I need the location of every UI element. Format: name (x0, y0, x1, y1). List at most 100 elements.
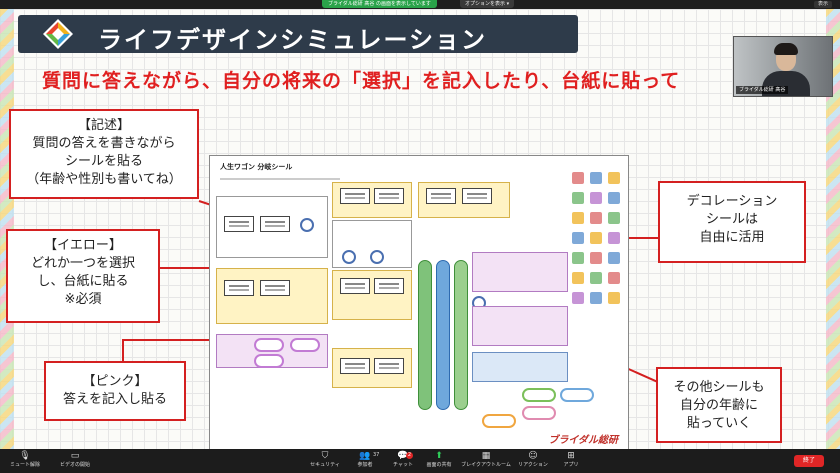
start-video-label: ビデオの開始 (59, 462, 90, 468)
callout-yellow: 【イエロー】 どれか一つを選択 し、台紙に貼る ※必須 (6, 229, 160, 323)
screen-share-bar: ブライダル総研 髙谷 の画面を表示しています オプションを表示 ▾ 表示 (0, 0, 840, 9)
diamond-logo-icon (43, 19, 73, 49)
sticker-chip (224, 216, 254, 232)
apps-icon: ⊞ (567, 451, 575, 461)
participants-button[interactable]: 👥 参加者 37 (342, 451, 388, 468)
decoration-sticker (590, 252, 602, 264)
slide-title: ライフデザインシミュレーション (98, 26, 488, 54)
pin-sticker (300, 218, 314, 232)
purple-panel (472, 306, 568, 346)
breakout-rooms-label: ブレイクアウトルーム (461, 462, 511, 468)
blue-panel (472, 352, 568, 382)
connector-line (600, 237, 658, 239)
decoration-sticker (590, 272, 602, 284)
connector-line (122, 339, 214, 341)
decoration-sticker (608, 192, 620, 204)
breakout-rooms-button[interactable]: ▦ ブレイクアウトルーム (456, 451, 516, 468)
worksheet-image: 人生ワゴン 分岐シール (209, 155, 629, 449)
callout-line: 質問の答えを書きながら (32, 136, 176, 151)
microphone-muted-icon: 🎙 (19, 451, 31, 461)
chat-label: チャット (393, 462, 413, 468)
decoration-sticker (590, 212, 602, 224)
speech-bubble-sticker (482, 414, 516, 428)
speech-bubble-sticker (560, 388, 594, 402)
stacked-sticker-column (454, 260, 468, 410)
callout-line: どれか一つを選択 (30, 256, 135, 271)
decoration-sticker (590, 232, 602, 244)
reaction-icon: ☺ (528, 451, 538, 461)
sticker-chip (462, 188, 492, 204)
decoration-sticker (572, 192, 584, 204)
view-button[interactable]: 表示 (813, 1, 832, 8)
security-button[interactable]: ⛉ セキュリティ (302, 451, 348, 468)
share-options-button[interactable]: オプションを表示 ▾ (460, 0, 515, 8)
purple-panel (472, 252, 568, 292)
sticker-chip (340, 278, 370, 294)
decoration-sticker (590, 172, 602, 184)
apps-label: アプリ (563, 462, 579, 468)
connector-line (160, 267, 216, 269)
sticker-chip (260, 280, 290, 296)
start-video-button[interactable]: ▭ ビデオの開始 (52, 451, 98, 468)
sticker-chip (426, 188, 456, 204)
speech-bubble-sticker (522, 388, 556, 402)
pink-capsule-sticker (290, 338, 320, 352)
callout-line: その他シールも (673, 380, 765, 395)
callout-line: し、台紙に貼る (37, 274, 129, 289)
callout-other-stickers: その他シールも 自分の年齢に 貼っていく (656, 367, 782, 443)
callout-line: （年齢や性別も書いてね） (26, 172, 182, 187)
shared-slide: ライフデザインシミュレーション 質問に答えながら、自分の将来の「選択」を記入した… (0, 9, 840, 449)
sticker-chip (260, 216, 290, 232)
connector-line (122, 339, 124, 363)
webcam-person-hair (774, 43, 798, 55)
share-screen-button[interactable]: ⬆ 画面の共有 (416, 451, 462, 468)
participants-count: 37 (373, 452, 380, 458)
decoration-sticker (608, 212, 620, 224)
decorative-stripe-right (826, 9, 840, 449)
worksheet-heading: 人生ワゴン 分岐シール (220, 163, 293, 171)
callout-decoration: デコレーション シールは 自由に活用 (658, 181, 806, 263)
speech-bubble-sticker (522, 406, 556, 420)
callout-line: ※必須 (64, 292, 102, 307)
chat-unread-badge: 2 (406, 452, 413, 459)
sticker-chip (374, 278, 404, 294)
reaction-button[interactable]: ☺ リアクション (510, 451, 556, 468)
decoration-sticker (572, 232, 584, 244)
callout-line: 【ピンク】 (82, 374, 148, 389)
decoration-sticker (590, 192, 602, 204)
decoration-sticker (608, 252, 620, 264)
decoration-sticker (608, 272, 620, 284)
callout-line: 【イエロー】 (44, 238, 122, 253)
decoration-sticker (608, 172, 620, 184)
decoration-sticker (572, 252, 584, 264)
chat-icon: 💬 (397, 451, 409, 461)
apps-button[interactable]: ⊞ アプリ (548, 451, 594, 468)
callout-pink: 【ピンク】 答えを記入し貼る (44, 361, 186, 421)
pink-capsule-sticker (254, 354, 284, 368)
pin-sticker (342, 250, 356, 264)
webcam-thumbnail[interactable]: ブライダル総研 髙谷 (733, 36, 833, 97)
slide-headline: 質問に答えながら、自分の将来の「選択」を記入したり、台紙に貼って (42, 70, 681, 92)
pin-sticker (370, 250, 384, 264)
callout-line: 答えを記入し貼る (62, 392, 167, 407)
stacked-sticker-column (418, 260, 432, 410)
sticker-chip (340, 358, 370, 374)
video-off-icon: ▭ (70, 451, 80, 461)
callout-line: 【記述】 (77, 118, 130, 133)
end-meeting-button[interactable]: 終了 (794, 455, 824, 467)
sticker-chip (374, 358, 404, 374)
decoration-sticker (608, 232, 620, 244)
callout-line: 貼っていく (686, 416, 752, 431)
mute-button[interactable]: 🎙 ミュート解除 (2, 451, 48, 468)
yellow-panel (216, 268, 328, 324)
sticker-chip (224, 280, 254, 296)
callout-description: 【記述】 質問の答えを書きながら シールを貼る （年齢や性別も書いてね） (9, 109, 199, 199)
decoration-sticker (572, 292, 584, 304)
mute-label: ミュート解除 (9, 462, 40, 468)
chat-button[interactable]: 💬 チャット 2 (380, 451, 426, 468)
share-screen-icon: ⬆ (435, 451, 443, 461)
security-label: セキュリティ (310, 462, 340, 468)
callout-line: シールは (705, 212, 758, 227)
callout-line: 自由に活用 (699, 230, 765, 245)
